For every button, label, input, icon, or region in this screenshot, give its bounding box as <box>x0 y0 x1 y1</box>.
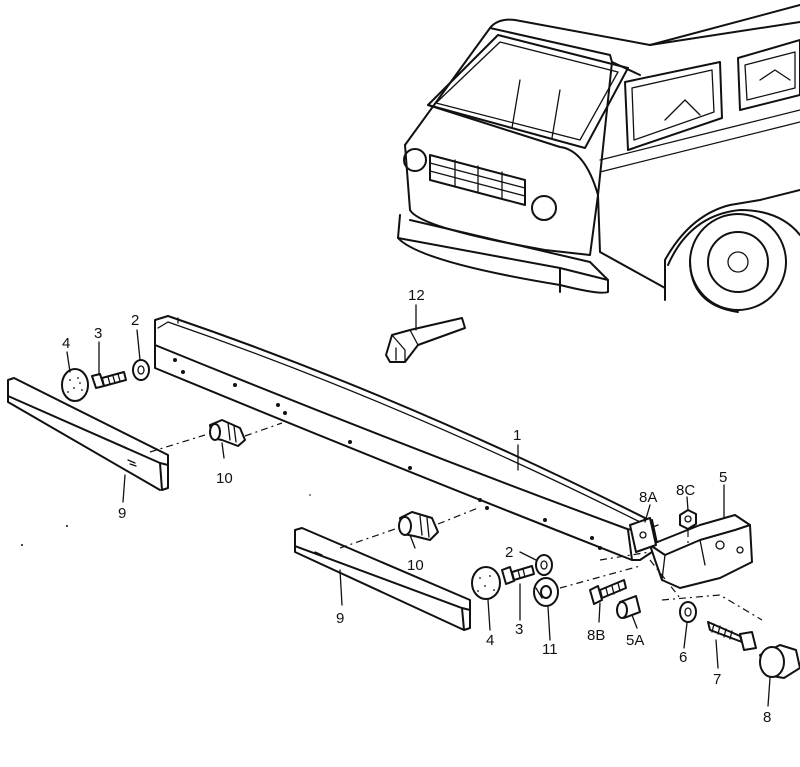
part-7-screw <box>707 621 757 651</box>
part-5-corner-bracket <box>649 514 753 589</box>
part-2-right-washer <box>535 554 553 576</box>
callout-8c: 8C <box>676 482 695 499</box>
callout-3-left: 3 <box>94 325 102 342</box>
part-10-right-clip <box>398 511 439 541</box>
callout-10-right: 10 <box>407 557 424 574</box>
callout-8b: 8B <box>587 627 605 644</box>
callout-5a: 5A <box>626 632 644 649</box>
part-3-left-bolt <box>91 371 127 389</box>
scan-specks <box>21 494 311 546</box>
part-4-right-cap <box>471 566 501 600</box>
part-2-left-washer <box>132 359 150 381</box>
part-8-end-cap <box>759 644 800 679</box>
part-10-left-clip <box>209 419 246 447</box>
callout-4-left: 4 <box>62 335 70 352</box>
callout-7: 7 <box>713 671 721 688</box>
callout-12: 12 <box>408 287 425 304</box>
van-illustration <box>397 4 800 313</box>
callout-8: 8 <box>763 709 771 726</box>
callout-9-right: 9 <box>336 610 344 627</box>
callout-11: 11 <box>542 641 558 658</box>
bar-holes <box>173 358 602 550</box>
part-4-left-cap <box>61 368 89 402</box>
callout-3-right: 3 <box>515 621 523 638</box>
part-11-lock-washer <box>533 577 559 607</box>
part-12-bracket <box>385 317 466 363</box>
callout-4-right: 4 <box>486 632 494 649</box>
callout-labels: 1 12 2 3 4 10 9 10 9 2 4 3 11 8B 5A 6 7 … <box>62 287 771 726</box>
callout-2-right: 2 <box>505 544 513 561</box>
part-9-left-strip <box>7 377 169 491</box>
callout-1: 1 <box>513 427 521 444</box>
part-8a-bracket <box>629 517 657 553</box>
callout-10-left: 10 <box>216 470 233 487</box>
part-5a-sleeve <box>616 595 641 619</box>
part-8b-bolt <box>589 579 627 605</box>
part-9-right-strip <box>294 527 471 631</box>
part-8c-nut <box>679 509 697 530</box>
callout-2-left: 2 <box>131 312 139 329</box>
callout-8a: 8A <box>639 489 657 506</box>
leader-lines <box>66 304 771 707</box>
part-6-washer <box>679 601 697 623</box>
callout-5: 5 <box>719 469 727 486</box>
callout-9-left: 9 <box>118 505 126 522</box>
callout-6: 6 <box>679 649 687 666</box>
part-3-right-bolt <box>501 565 535 585</box>
